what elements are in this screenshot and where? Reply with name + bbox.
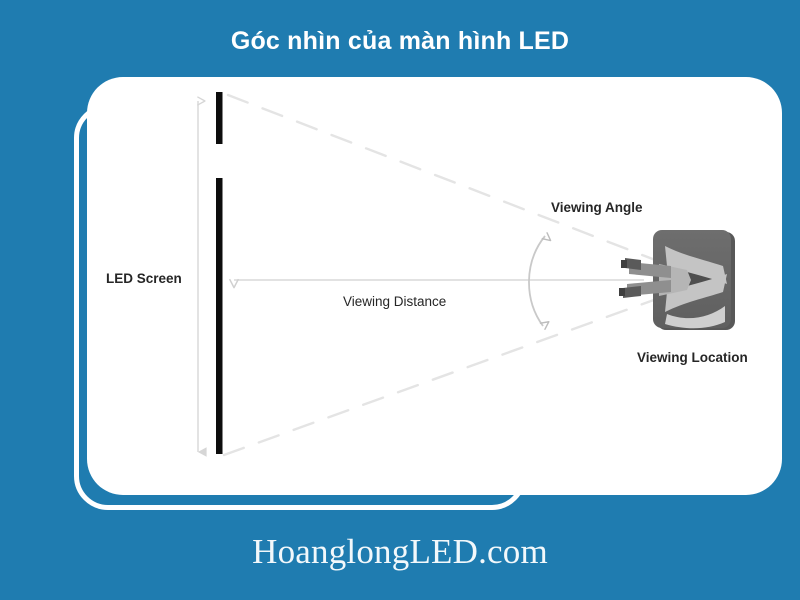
page-title: Góc nhìn của màn hình LED (230, 27, 570, 55)
label-viewing-location: Viewing Location (637, 350, 748, 365)
diagram-card (87, 77, 782, 495)
label-led-screen: LED Screen (106, 271, 182, 286)
label-viewing-angle: Viewing Angle (551, 200, 643, 215)
label-viewing-distance: Viewing Distance (343, 294, 447, 309)
footer-brand: HoanglongLED.com (252, 532, 548, 571)
